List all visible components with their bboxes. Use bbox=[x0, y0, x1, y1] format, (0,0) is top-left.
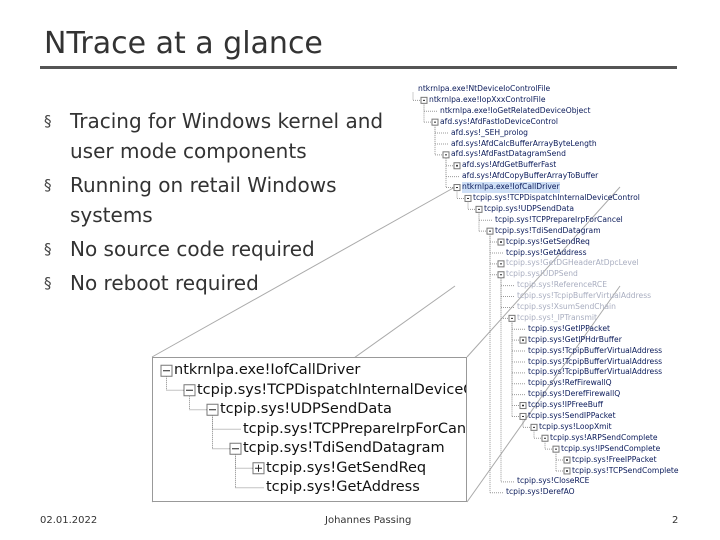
tree-node-label[interactable]: tcpip.sys!TdiSendDatagram bbox=[243, 440, 445, 456]
call-tree-connectors bbox=[412, 92, 571, 494]
tree-node-label[interactable]: afd.sys!AfdCalcBufferArrayByteLength bbox=[451, 138, 597, 148]
bullet-text: Running on retail Windows systems bbox=[70, 173, 337, 227]
tree-node-label[interactable]: tcpip.sys!TCPDispatchInternalDeviceContr… bbox=[473, 193, 640, 202]
bullet-text: No reboot required bbox=[70, 271, 259, 295]
tree-node-label[interactable]: ntkrnlpa.exe!IofCallDriver bbox=[462, 182, 560, 193]
bullet-list: § Tracing for Windows kernel and user mo… bbox=[44, 106, 424, 302]
tree-node-label[interactable]: tcpip.sys!TdiSendDatagram bbox=[495, 225, 601, 235]
tree-node-label[interactable]: tcpip.sys!SendIPPacket bbox=[528, 411, 616, 420]
tree-node-label[interactable]: tcpip.sys!GetAddress bbox=[266, 479, 420, 495]
tree-node-label[interactable]: tcpip.sys!UDPSendData bbox=[484, 203, 575, 213]
tree-node-label[interactable]: afd.sys!AfdFastIoDeviceControl bbox=[440, 116, 558, 126]
tree-node-label[interactable]: ntkrnlpa.exe!NtDeviceIoControlFile bbox=[418, 84, 551, 93]
tree-node-label[interactable]: tcpip.sys!TCPPrepareIrpForCancel bbox=[243, 420, 467, 437]
tree-node-label[interactable]: afd.sys!AfdGetBufferFast bbox=[462, 160, 557, 170]
tree-node-label[interactable]: ntkrnlpa.exe!IofCallDriver bbox=[174, 362, 361, 378]
tree-node-label[interactable]: tcpip.sys!ReferenceRCE bbox=[517, 280, 608, 290]
tree-node-label[interactable]: tcpip.sys!XsumSendChain bbox=[517, 302, 616, 311]
bullet-marker: § bbox=[44, 240, 52, 258]
tree-node-label[interactable]: ntkrnlpa.exe!IoGetRelatedDeviceObject bbox=[440, 105, 591, 115]
tree-node-label[interactable]: tcpip.sys!_IPTransmit bbox=[517, 312, 597, 322]
tree-node-label[interactable]: tcpip.sys!IPSendComplete bbox=[561, 443, 661, 453]
tree-node-label[interactable]: afd.sys!AfdFastDatagramSend bbox=[451, 149, 566, 159]
tree-node-label[interactable]: tcpip.sys!GetSendReq bbox=[266, 459, 427, 476]
bullet-item: § Running on retail Windows systems bbox=[44, 170, 424, 230]
tree-node-label[interactable]: tcpip.sys!TcpipBufferVirtualAddress bbox=[528, 356, 663, 366]
bullet-item: § No reboot required bbox=[44, 268, 424, 298]
tree-node-label[interactable]: tcpip.sys!TCPPrepareIrpForCancel bbox=[495, 214, 623, 224]
tree-node-label[interactable]: tcpip.sys!LoopXmit bbox=[539, 421, 612, 431]
tree-node-label[interactable]: tcpip.sys!GetIPHdrBuffer bbox=[528, 334, 622, 344]
tree-node-label[interactable]: tcpip.sys!GetSendReq bbox=[506, 236, 590, 246]
tree-node-label[interactable]: tcpip.sys!RefFirewallQ bbox=[528, 378, 612, 388]
tree-node-label[interactable]: tcpip.sys!TCPSendComplete bbox=[572, 465, 679, 475]
tree-node-label[interactable]: tcpip.sys!TCPDispatchInternalDeviceContr… bbox=[197, 381, 466, 398]
tree-node-label[interactable]: afd.sys!_SEH_prolog bbox=[451, 127, 528, 137]
tree-node-label[interactable]: tcpip.sys!GetDGHeaderAtDpcLevel bbox=[506, 258, 639, 268]
footer-author: Johannes Passing bbox=[325, 515, 412, 526]
bullet-text: No source code required bbox=[70, 237, 315, 261]
bullet-item: § Tracing for Windows kernel and user mo… bbox=[44, 106, 424, 166]
tree-node-label[interactable]: tcpip.sys!ARPSendComplete bbox=[550, 432, 658, 442]
tree-node-label[interactable]: tcpip.sys!CloseRCE bbox=[517, 476, 590, 486]
tree-node-label[interactable]: tcpip.sys!TcpipBufferVirtualAddress bbox=[517, 291, 652, 301]
tree-node-label[interactable]: tcpip.sys!DerefFirewallQ bbox=[528, 389, 621, 399]
bullet-item: § No source code required bbox=[44, 234, 424, 264]
zoom-tree-connectors bbox=[160, 364, 265, 489]
tree-node-label[interactable]: tcpip.sys!UDPSend bbox=[506, 269, 578, 279]
tree-node-label[interactable]: tcpip.sys!GetAddress bbox=[506, 247, 587, 257]
call-tree-zoom-inset[interactable]: ntkrnlpa.exe!IofCallDriver tcpip.sys!TCPD… bbox=[152, 357, 467, 502]
footer-date: 02.01.2022 bbox=[40, 515, 98, 526]
tree-node-label[interactable]: tcpip.sys!DerefAO bbox=[506, 487, 575, 497]
tree-node-label[interactable]: tcpip.sys!TcpipBufferVirtualAddress bbox=[528, 367, 663, 377]
bullet-marker: § bbox=[44, 274, 52, 292]
bullet-text: Tracing for Windows kernel and user mode… bbox=[70, 109, 384, 163]
bullet-marker: § bbox=[44, 176, 52, 194]
title-divider bbox=[40, 66, 677, 69]
footer-page-number: 2 bbox=[672, 515, 679, 526]
tree-node-label[interactable]: afd.sys!AfdCopyBufferArrayToBuffer bbox=[462, 171, 599, 181]
tree-node-label[interactable]: tcpip.sys!FreeIPPacket bbox=[572, 454, 657, 464]
tree-node-label[interactable]: tcpip.sys!UDPSendData bbox=[220, 401, 392, 417]
tree-node-label[interactable]: ntkrnlpa.exe!IopXxxControlFile bbox=[429, 94, 546, 104]
tree-node-label[interactable]: tcpip.sys!TcpipBufferVirtualAddress bbox=[528, 345, 663, 355]
tree-node-label[interactable]: tcpip.sys!GetIPPacket bbox=[528, 323, 610, 333]
tree-node-label[interactable]: tcpip.sys!IPFreeBuff bbox=[528, 400, 603, 410]
bullet-marker: § bbox=[44, 112, 52, 130]
slide-title: NTrace at a glance bbox=[44, 26, 323, 61]
